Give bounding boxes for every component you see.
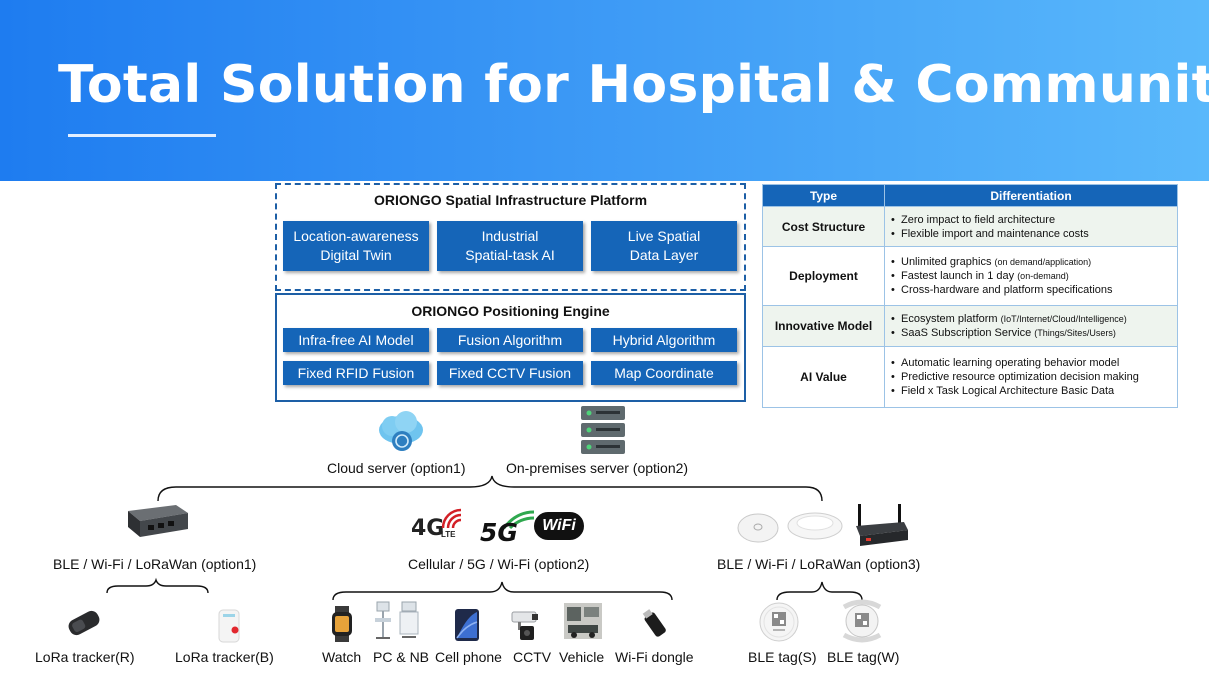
table-row: AI Value Automatic learning operating be… [762,346,1178,408]
signal-icon [441,508,462,529]
list-item: Fastest launch in 1 day (on-demand) [891,269,1177,283]
onprem-server-label: On-premises server (option2) [506,460,689,476]
wifi-logo: WiFi [534,510,588,542]
page-title: Total Solution for Hospital & Community [58,55,1209,115]
watch-label: Watch [322,649,362,665]
cell-phone-icon [453,608,481,647]
lora-tracker-b-label: LoRa tracker(B) [175,649,274,665]
brace-option2 [332,581,673,601]
table-header-row: Type Differentiation [762,184,1178,207]
wifi-dongle-label: Wi-Fi dongle [615,649,694,665]
table-header-type: Type [762,184,885,207]
ble-tag-s-label: BLE tag(S) [748,649,817,665]
list-item: Zero impact to field architecture [891,213,1177,227]
tile-location-awareness: Location-awareness Digital Twin [283,221,429,271]
tile-cctv-fusion: Fixed CCTV Fusion [437,361,583,385]
tile-live-spatial: Live Spatial Data Layer [591,221,737,271]
vehicle-icon [564,603,602,644]
lora-tracker-r-icon [64,606,104,645]
row-type: Cost Structure [762,206,885,247]
server-rack-icon [580,405,626,460]
table-header-differentiation: Differentiation [884,184,1178,207]
pc-nb-label: PC & NB [373,649,430,665]
differentiation-table: Type Differentiation Cost Structure Zero… [762,184,1178,408]
brace-option3 [776,581,863,601]
top-brace [157,475,823,502]
cell-phone-label: Cell phone [435,649,502,665]
brace-option1 [106,577,209,594]
tile-fusion: Fusion Algorithm [437,328,583,352]
list-item: Unlimited graphics (on demand/applicatio… [891,255,1177,269]
ble-tag-w-label: BLE tag(W) [827,649,900,665]
table-row: Innovative Model Ecosystem platform (IoT… [762,305,1178,347]
row-type: Deployment [762,246,885,306]
access-point-round-icon [736,508,780,549]
gateway-option3-label: BLE / Wi-Fi / LoRaWan (option3) [717,556,921,572]
4g-lte-logo: 4G LTE [411,508,471,544]
cloud-server-label: Cloud server (option1) [327,460,466,476]
ble-tag-s-icon [758,601,800,648]
list-item: Cross-hardware and platform specificatio… [891,283,1177,297]
engine-title: ORIONGO Positioning Engine [411,303,610,319]
header-banner: Total Solution for Hospital & Community [0,0,1209,181]
gateway-option1-label: BLE / Wi-Fi / LoRaWan (option1) [53,556,257,572]
vehicle-label: Vehicle [559,649,605,665]
access-point-flat-icon [786,506,844,547]
platform-box: ORIONGO Spatial Infrastructure Platform … [275,183,746,291]
cctv-icon [510,608,542,647]
list-item: Ecosystem platform (IoT/Internet/Cloud/I… [891,312,1177,326]
tile-hybrid: Hybrid Algorithm [591,328,737,352]
title-underline [68,134,216,137]
tile-rfid: Fixed RFID Fusion [283,361,429,385]
gateway-option2-label: Cellular / 5G / Wi-Fi (option2) [408,556,590,572]
list-item: Predictive resource optimization decisio… [891,370,1177,384]
table-row: Cost Structure Zero impact to field arch… [762,206,1178,247]
list-item: SaaS Subscription Service (Things/Sites/… [891,326,1177,340]
platform-title: ORIONGO Spatial Infrastructure Platform [373,192,648,208]
5g-swoosh-icon [502,510,535,530]
lora-tracker-r-label: LoRa tracker(R) [35,649,135,665]
gateway-box-icon [120,501,190,546]
tile-industrial-ai: Industrial Spatial-task AI [437,221,583,271]
lora-tracker-b-icon [211,608,245,651]
list-item: Automatic learning operating behavior mo… [891,356,1177,370]
cctv-label: CCTV [513,649,552,665]
row-type: AI Value [762,346,885,408]
medical-cart-icon [372,600,422,649]
table-row: Deployment Unlimited graphics (on demand… [762,246,1178,306]
wifi-dongle-icon [640,608,672,645]
router-icon [852,500,910,555]
5g-logo: 5G [480,510,538,547]
tile-map-coordinate: Map Coordinate [591,361,737,385]
list-item: Flexible import and maintenance costs [891,227,1177,241]
cloud-icon [376,410,426,457]
list-item: Field x Task Logical Architecture Basic … [891,384,1177,398]
tile-infra-free: Infra-free AI Model [283,328,429,352]
ble-tag-w-icon [838,599,886,648]
watch-icon [330,606,354,647]
engine-box: ORIONGO Positioning Engine Infra-free AI… [275,293,746,402]
